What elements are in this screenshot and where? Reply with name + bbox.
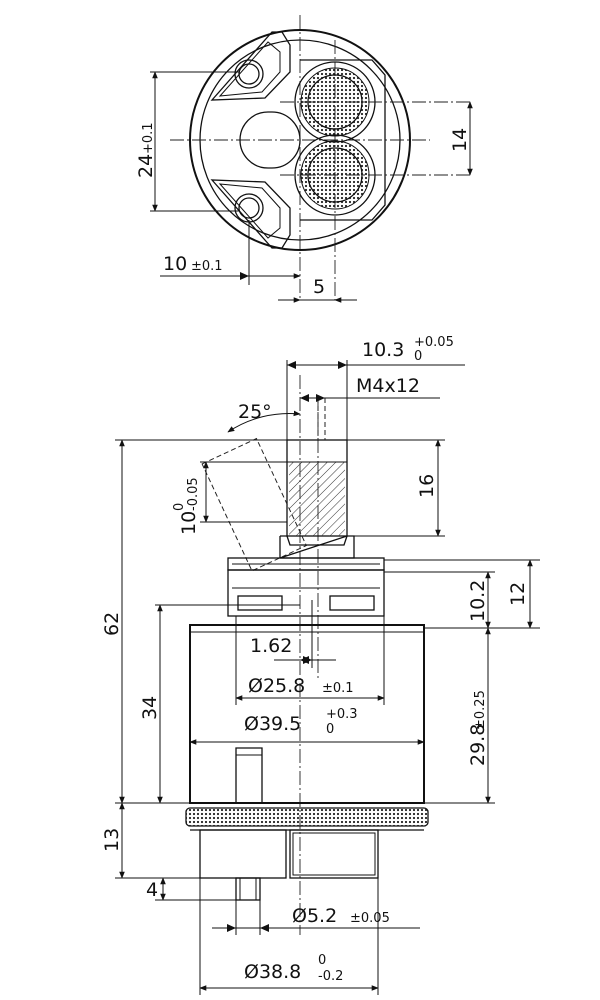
top-center-slot: [239, 111, 301, 169]
dim-angle: 25°: [238, 401, 272, 423]
side-cap-body: [227, 569, 385, 617]
top-outer-rim: [189, 29, 411, 251]
dim-inner-diameter-tol: ±0.1: [322, 681, 354, 696]
dim-body-diameter-tol-upper: +0.3: [326, 707, 358, 722]
side-oring-band: [185, 807, 429, 827]
dim-pin-height: 4: [146, 879, 158, 901]
dim-top-offset-tol: ±0.1: [191, 259, 223, 274]
dim-cap-height: 12: [507, 582, 529, 606]
dim-stem-length: 16: [416, 474, 438, 498]
dim-flat: 10: [178, 511, 200, 535]
side-main-body: [189, 624, 425, 804]
dim-thread: M4x12: [356, 375, 420, 397]
dim-top-offset: 10: [163, 253, 187, 275]
dim-top-height: 24: [135, 154, 157, 178]
top-bracket-lower: [210, 179, 291, 249]
dim-stem-width: 10.3: [362, 339, 404, 361]
dim-stem-width-tol-lower: 0: [414, 349, 422, 364]
dim-lower-height-tol: ±0.25: [473, 690, 488, 730]
dim-lower-height: 29.8: [467, 724, 489, 766]
dim-top-height-tol: +0.1: [141, 122, 156, 154]
dim-offset: 1.62: [250, 635, 292, 657]
dim-base-height: 13: [101, 828, 123, 852]
dim-body-height: 34: [139, 696, 161, 720]
dim-base-diameter: Ø38.8: [244, 961, 301, 983]
dim-stem-width-tol-upper: +0.05: [414, 335, 454, 350]
dim-center-gap: 5: [313, 276, 325, 298]
dim-body-diameter-tol-lower: 0: [326, 722, 334, 737]
dim-port-spacing: 14: [449, 128, 471, 152]
top-bracket-upper: [210, 31, 291, 101]
top-screw-upper: [234, 59, 264, 89]
dim-flat-tol-upper: 0: [172, 503, 187, 511]
side-base-left: [199, 829, 287, 879]
dim-base-diameter-tol-lower: -0.2: [318, 969, 343, 984]
dim-total-height: 62: [101, 612, 123, 636]
side-pin: [235, 877, 261, 901]
side-view: 10.3 +0.05 0 M4x12 25° 10 0 -0.05 16: [101, 335, 540, 995]
dim-cap-inner: 10.2: [467, 580, 489, 622]
dim-flat-tol-lower: -0.05: [186, 477, 201, 511]
dim-pin-diameter: Ø5.2: [292, 905, 337, 927]
side-base-right: [289, 829, 379, 879]
dim-inner-diameter: Ø25.8: [248, 675, 305, 697]
top-view: 24 +0.1 14 10 ±0.1 5: [135, 15, 473, 303]
dim-body-diameter: Ø39.5: [244, 713, 301, 735]
dim-base-diameter-tol-upper: 0: [318, 953, 326, 968]
dim-pin-diameter-tol: ±0.05: [350, 911, 390, 926]
